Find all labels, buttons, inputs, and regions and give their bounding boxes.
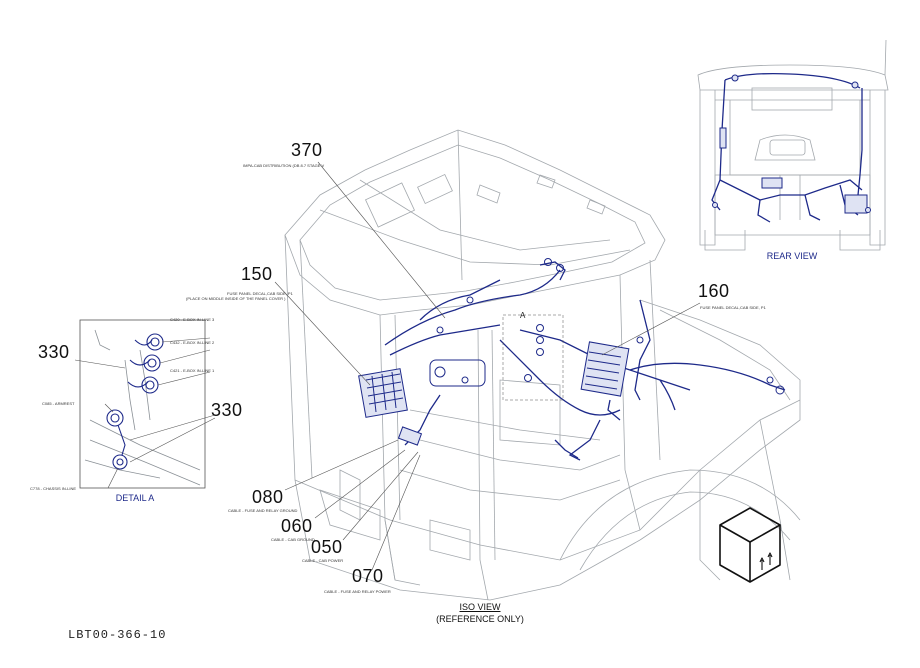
iso-view-cab — [284, 129, 801, 601]
note-detail-c421: C421 - E-BOX IN-LINE 1 — [170, 368, 215, 373]
caption-rear-view: REAR VIEW — [766, 251, 818, 261]
note-detail-c778: C778 - CHASSIS IN-LINE — [30, 486, 77, 491]
caption-iso-view: ISO VIEW — [459, 602, 501, 612]
leader-lines — [74, 161, 701, 571]
callout-370: 370 — [291, 140, 323, 160]
note-150-line1: FUSE PANEL DECAL,CAB SIDE, P1 — [227, 291, 293, 296]
note-detail-c432: C432 - E-BOX IN-LINE 2 — [170, 340, 215, 345]
note-050: CABLE - CAB POWER — [302, 558, 344, 563]
package-box-icon — [719, 507, 781, 583]
note-370: IMPA-CAB DISTRIBUTION (DB 8.7 STAGE V — [243, 163, 325, 168]
callout-150: 150 — [241, 264, 273, 284]
rear-view-cab — [697, 39, 889, 251]
note-detail-c420: C420 - E-BOX IN-LINE 3 — [170, 317, 215, 322]
iso-view-components — [358, 258, 785, 446]
caption-reference-only: (REFERENCE ONLY) — [436, 614, 524, 624]
caption-detail-a: DETAIL A — [115, 493, 155, 503]
note-150-line2: (PLACE ON MIDDLE INSIDE OF THE PANEL COV… — [186, 296, 286, 301]
note-080: CABLE - FUSE AND RELAY GROUND — [228, 508, 298, 513]
detail-a-drawing — [84, 329, 201, 486]
note-160: FUSE PANEL DECAL,CAB SIDE, P1 — [700, 305, 766, 310]
callout-330-right: 330 — [211, 400, 243, 420]
callout-070: 070 — [352, 566, 384, 586]
note-060: CABLE - CAB GROUND — [271, 537, 315, 542]
callout-160: 160 — [698, 281, 730, 301]
detail-a-region — [502, 314, 564, 401]
rear-view-components — [712, 74, 871, 214]
view-marker-text: A — [520, 311, 526, 320]
callout-330-left: 330 — [38, 342, 70, 362]
callout-080: 080 — [252, 487, 284, 507]
callout-050: 050 — [311, 537, 343, 557]
drawing-code: LBT00-366-10 — [68, 628, 167, 642]
note-detail-c085: C085 - ARMREST — [42, 401, 75, 406]
callout-060: 060 — [281, 516, 313, 536]
detail-a-frame — [79, 319, 206, 489]
note-070: CABLE - FUSE AND RELAY POWER — [324, 589, 391, 594]
